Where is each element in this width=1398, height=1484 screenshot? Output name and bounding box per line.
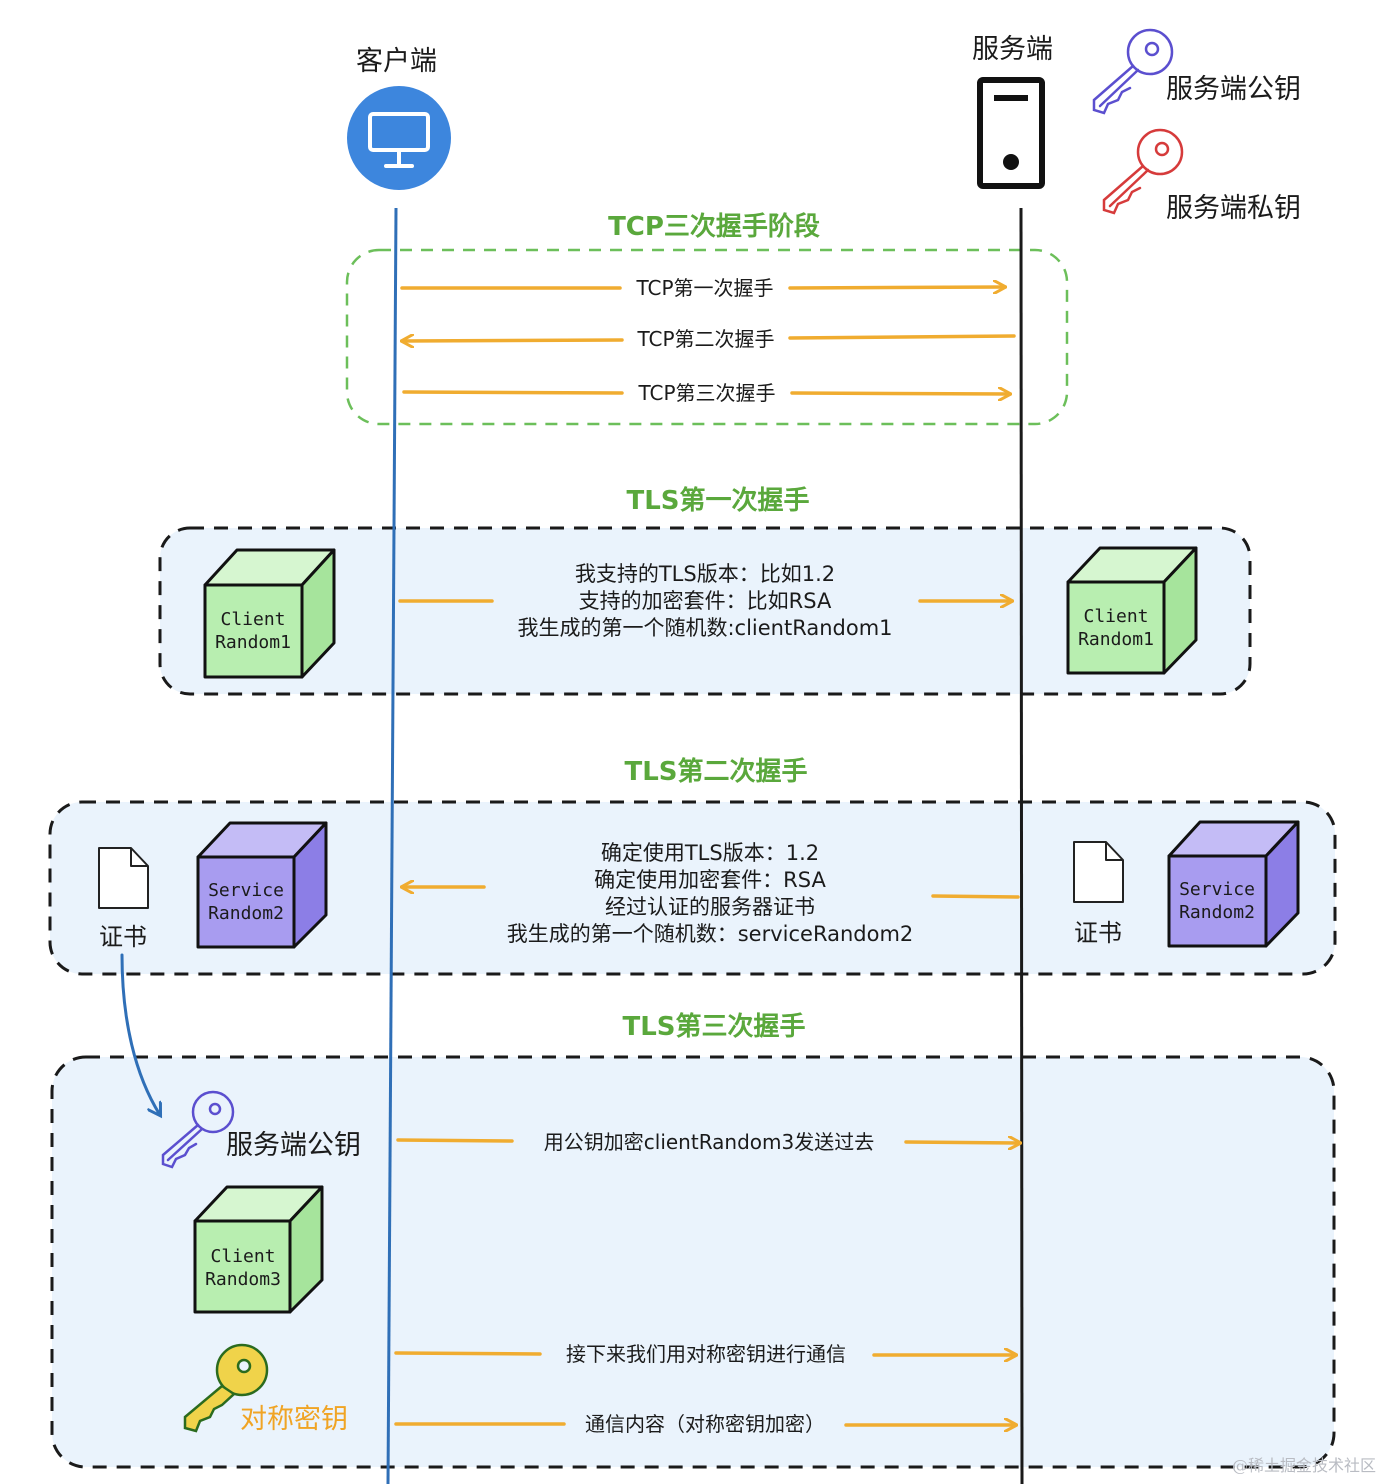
private-key-icon bbox=[1102, 128, 1184, 215]
tcp-arrow-1-b bbox=[788, 287, 1005, 288]
cube-line: Client bbox=[1083, 606, 1149, 627]
tls2-server-cube bbox=[1167, 820, 1300, 948]
tls2-line: 经过认证的服务器证书 bbox=[605, 895, 815, 919]
tls1-server-cube bbox=[1066, 546, 1198, 675]
tcp-msg-3: TCP第三次握手 bbox=[638, 381, 776, 405]
symmetric-key-label: 对称密钥 bbox=[240, 1404, 348, 1435]
public-key-icon bbox=[161, 1090, 235, 1169]
tls3-msg-2: 接下来我们用对称密钥进行通信 bbox=[566, 1342, 846, 1366]
tls3-public-key-label: 服务端公钥 bbox=[226, 1130, 361, 1161]
tls3-arrow-1-a bbox=[396, 1138, 514, 1143]
cube-line: Client bbox=[220, 609, 286, 630]
cert-to-key-arrow bbox=[120, 953, 160, 1115]
tls3-msg-1: 用公钥加密clientRandom3发送过去 bbox=[543, 1130, 875, 1154]
tls3-client-cube bbox=[193, 1185, 324, 1314]
tls2-message: 确定使用TLS版本：1.2 确定使用加密套件：RSA 经过认证的服务器证书 我生… bbox=[507, 840, 914, 948]
client-lifeline bbox=[386, 207, 398, 1484]
server-cert-label: 证书 bbox=[1074, 919, 1122, 947]
tls1-server-cube-label: Client Random1 bbox=[1078, 605, 1154, 651]
cube-line: Service bbox=[1179, 879, 1255, 900]
tcp-phase-title: TCP三次握手阶段 bbox=[608, 212, 820, 242]
cube-line: Random1 bbox=[1078, 629, 1154, 650]
tls1-message: 我支持的TLS版本：比如1.2 支持的加密套件：比如RSA 我生成的第一个随机数… bbox=[517, 561, 892, 642]
tls1-line: 我支持的TLS版本：比如1.2 bbox=[574, 562, 836, 586]
tcp-arrow-2-b bbox=[402, 340, 624, 341]
cube-line: Random2 bbox=[1179, 902, 1255, 923]
client-cert-label: 证书 bbox=[99, 923, 147, 951]
tls2-line: 确定使用TLS版本：1.2 bbox=[600, 841, 820, 865]
tls3-arrow-2-a bbox=[394, 1351, 542, 1356]
cube-line: Random2 bbox=[208, 903, 284, 924]
tls2-arrow-a bbox=[931, 894, 1020, 899]
watermark: @稀土掘金技术社区 bbox=[1232, 1456, 1377, 1475]
tcp-arrow-3-a bbox=[402, 390, 624, 395]
server-lifeline bbox=[1019, 207, 1024, 1484]
tls3-client-cube-label: Client Random3 bbox=[205, 1245, 281, 1291]
certificate-icon bbox=[1073, 841, 1124, 903]
cube-line: Random1 bbox=[215, 632, 291, 653]
tls2-line: 确定使用加密套件：RSA bbox=[594, 868, 826, 892]
legend-public-key-label: 服务端公钥 bbox=[1166, 74, 1301, 105]
legend-private-key-label: 服务端私钥 bbox=[1166, 193, 1301, 224]
tls1-phase-title: TLS第一次握手 bbox=[626, 486, 810, 516]
certificate-icon bbox=[98, 847, 149, 909]
tcp-arrow-2-a bbox=[788, 334, 1016, 340]
public-key-icon bbox=[1092, 28, 1174, 115]
tls2-client-cube bbox=[196, 821, 328, 949]
tcp-msg-1: TCP第一次握手 bbox=[636, 276, 774, 300]
server-icon bbox=[977, 77, 1045, 189]
tcp-arrow-3-b bbox=[790, 393, 1010, 394]
tls3-phase-box bbox=[50, 1055, 1336, 1469]
monitor-icon bbox=[347, 86, 451, 190]
tls2-server-cube-label: Service Random2 bbox=[1179, 878, 1255, 924]
tls1-client-cube-label: Client Random1 bbox=[215, 608, 291, 654]
client-label: 客户端 bbox=[356, 46, 437, 77]
tls1-line: 我生成的第一个随机数:clientRandom1 bbox=[517, 616, 893, 640]
tls2-client-cube-label: Service Random2 bbox=[208, 879, 284, 925]
tls2-phase-box bbox=[48, 800, 1337, 976]
server-label: 服务端 bbox=[972, 34, 1053, 65]
tls1-client-cube bbox=[203, 548, 336, 679]
tls3-arrow-1-b bbox=[904, 1142, 1020, 1143]
tls1-line: 支持的加密套件：比如RSA bbox=[578, 589, 832, 613]
tls2-phase-title: TLS第二次握手 bbox=[624, 757, 808, 787]
cube-line: Service bbox=[208, 880, 284, 901]
cube-line: Client bbox=[210, 1246, 276, 1267]
tls2-line: 我生成的第一个随机数：serviceRandom2 bbox=[506, 922, 914, 946]
tcp-phase-box bbox=[345, 248, 1069, 426]
tls3-phase-title: TLS第三次握手 bbox=[622, 1012, 806, 1042]
symmetric-key-icon bbox=[183, 1343, 269, 1433]
tcp-msg-2: TCP第二次握手 bbox=[637, 327, 775, 351]
tls3-msg-3: 通信内容（对称密钥加密） bbox=[585, 1412, 825, 1436]
tls1-phase-box bbox=[158, 526, 1252, 696]
cube-line: Random3 bbox=[205, 1269, 281, 1290]
